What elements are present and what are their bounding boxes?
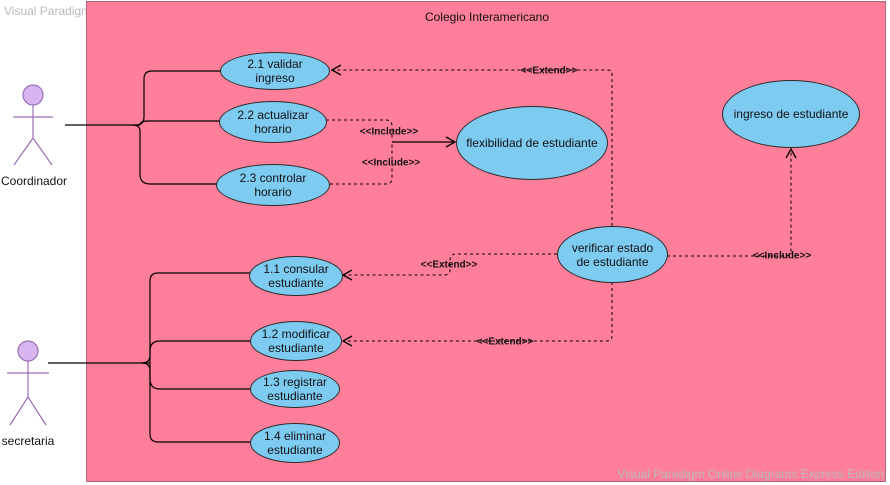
actor-secretaria-label: secretaria [1,434,55,448]
label-include-actualizar: <<Include>> [359,126,419,138]
usecase-validar-ingreso[interactable]: 2.1 validar ingreso [220,52,330,90]
coordinador-associations [65,70,222,185]
usecase-modificar-estudiante[interactable]: 1.2 modificar estudiante [250,321,342,361]
watermark-bottom: Visual Paradigm Online Diagrams Express … [617,467,884,481]
label-include-ingreso: <<Include>> [752,250,812,262]
label-extend-validar: <<Extend>> [520,65,578,77]
extend-validar-line [330,64,613,226]
secretaria-associations [48,272,250,443]
system-boundary[interactable]: Colegio Interamericano [86,1,886,482]
label-include-controlar: <<Include>> [361,157,421,169]
usecase-flexibilidad-estudiante[interactable]: flexibilidad de estudiante [456,106,608,180]
extend-modificar-line [341,282,613,347]
extend-consultar-line [341,253,557,281]
include-ingreso-line [667,147,797,257]
usecase-controlar-horario[interactable]: 2.3 controlar horario [216,164,330,206]
usecase-ingreso-estudiante[interactable]: ingreso de estudiante [722,80,860,148]
include-actualizar-line [326,119,393,140]
label-extend-consultar: <<Extend>> [420,259,478,271]
usecase-registrar-estudiante[interactable]: 1.3 registrar estudiante [250,370,340,408]
actor-secretaria-figure [7,340,49,426]
include-controlar-line [330,144,393,185]
system-title: Colegio Interamericano [424,10,550,24]
usecase-verificar-estado[interactable]: verificar estado de estudiante [557,226,668,283]
label-extend-modificar: <<Extend>> [476,336,534,348]
actor-coordinador-label: Coordinador [0,174,68,188]
usecase-consultar-estudiante[interactable]: 1.1 consular estudiante [249,256,343,296]
actor-coordinador-figure [13,84,53,166]
usecase-eliminar-estudiante[interactable]: 1.4 eliminar estudiante [250,423,340,463]
usecase-actualizar-horario[interactable]: 2.2 actualizar horario [219,101,327,143]
